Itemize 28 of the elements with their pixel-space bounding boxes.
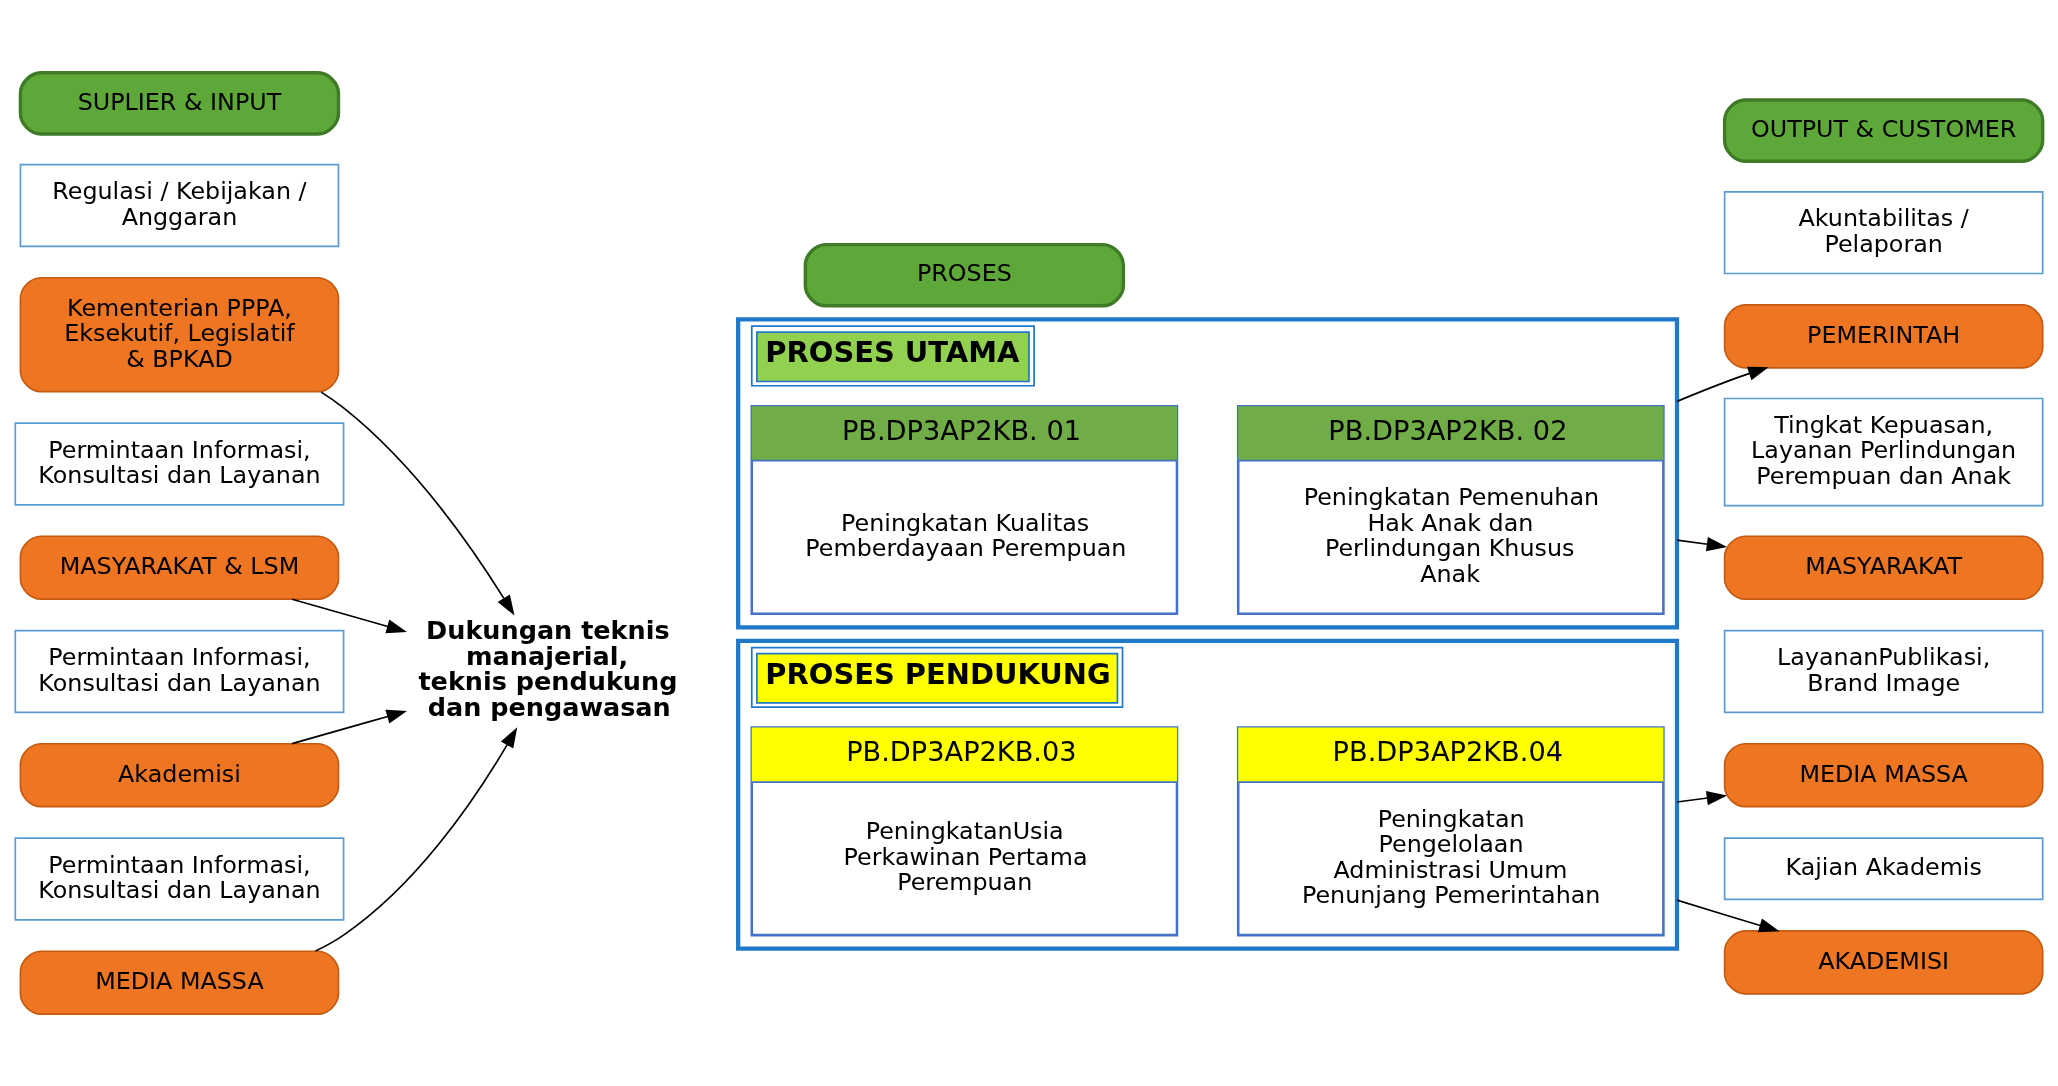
arrow — [1676, 536, 1728, 551]
node-box: MASYARAKAT & LSM — [19, 534, 340, 600]
arrow — [291, 709, 407, 745]
node-box: MASYARAKAT — [1723, 534, 2044, 600]
node-box: Tingkat Kepuasan, Layanan Perlindungan Perempuan dan Anak — [1723, 397, 2044, 506]
node-text: Dukungan teknis manajerial, teknis pendukung dan pengawasan — [418, 614, 678, 722]
node-box: Permintaan Informasi, Konsultasi dan Layanan — [14, 836, 345, 921]
arrow — [1676, 790, 1728, 805]
node-box: Regulasi / Kebijakan / Anggaran — [19, 163, 340, 247]
arrow — [314, 726, 518, 952]
arrow — [291, 597, 407, 633]
node-box: Kajian Akademis — [1723, 836, 2044, 900]
node-box: AKADEMISI — [1723, 929, 2044, 995]
arrow — [1676, 898, 1780, 932]
node-box: MEDIA MASSA — [19, 949, 340, 1015]
node-box: Permintaan Informasi, Konsultasi dan Layanan — [14, 421, 345, 506]
node-box: OUTPUT & CUSTOMER — [1722, 97, 2045, 163]
node-box: Akademisi — [19, 742, 340, 808]
node-box: Permintaan Informasi, Konsultasi dan Layanan — [14, 629, 345, 713]
arrow — [320, 390, 515, 615]
node-box: SUPLIER & INPUT — [18, 70, 341, 136]
arrow — [1676, 366, 1769, 402]
node-box: Akuntabilitas / Pelaporan — [1723, 190, 2044, 274]
node-box: PEMERINTAH — [1723, 303, 2044, 369]
node-box: PROSES — [803, 242, 1126, 307]
node-box: Kementerian PPPA, Eksekutif, Legislatif & BPKAD — [19, 276, 340, 393]
node-box: MEDIA MASSA — [1723, 742, 2044, 808]
node-box: LayananPublikasi, Brand Image — [1723, 629, 2044, 713]
